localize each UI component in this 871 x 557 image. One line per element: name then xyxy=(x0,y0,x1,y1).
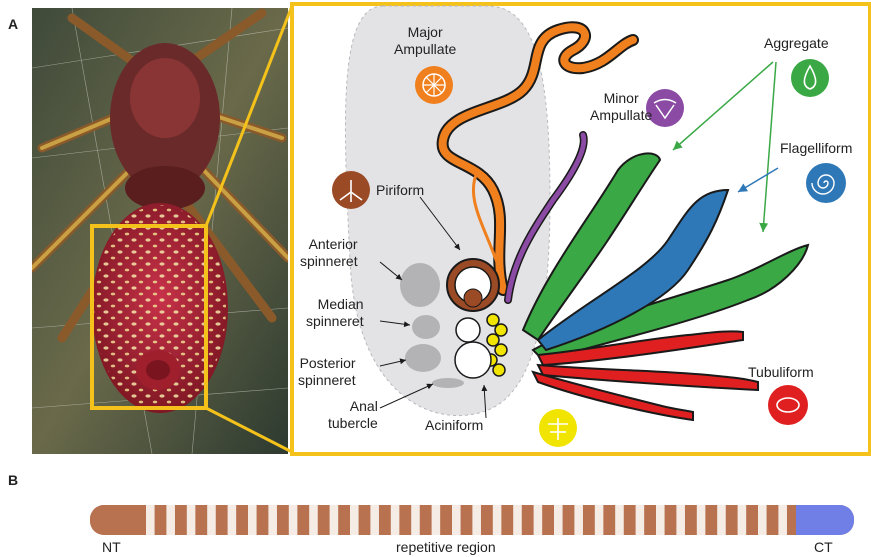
flagelliform-label: Flagelliform xyxy=(780,140,852,157)
repeat-unit xyxy=(309,505,318,535)
repeat-unit xyxy=(187,505,196,535)
piriform-icon xyxy=(332,171,370,209)
repeat-unit xyxy=(615,505,624,535)
spider-photo xyxy=(32,8,288,454)
repeat-unit xyxy=(166,505,175,535)
ct-label: CT xyxy=(814,539,833,555)
spidroin-schematic xyxy=(90,504,854,536)
major-ampullate-icon xyxy=(415,66,453,104)
repeat-unit xyxy=(717,505,726,535)
repeat-unit xyxy=(513,505,522,535)
repeat-unit xyxy=(207,505,216,535)
repeat-unit xyxy=(248,505,257,535)
median-spinneret-shape xyxy=(412,315,440,339)
repeat-unit xyxy=(493,505,502,535)
repeat-unit xyxy=(472,505,481,535)
repeat-unit xyxy=(432,505,441,535)
tubuliform-icon xyxy=(768,385,808,425)
repetitive-region-label: repetitive region xyxy=(396,539,496,555)
repeat-unit xyxy=(268,505,277,535)
repeat-unit xyxy=(656,505,665,535)
repeat-unit xyxy=(370,505,379,535)
repeat-unit xyxy=(778,505,787,535)
repeat-unit xyxy=(574,505,583,535)
repeat-unit xyxy=(676,505,685,535)
aggregate-icon xyxy=(791,59,829,97)
anterior-spinneret-shape xyxy=(400,263,440,307)
repeat-unit xyxy=(146,505,155,535)
repeat-unit xyxy=(554,505,563,535)
piriform-label: Piriform xyxy=(376,182,424,199)
panel-label-b: B xyxy=(8,472,18,488)
anal-tubercle-shape xyxy=(432,378,464,388)
aciniform-icon xyxy=(539,409,577,447)
tubuliform-label: Tubuliform xyxy=(748,364,814,381)
flagelliform-icon xyxy=(806,163,846,203)
repeat-unit xyxy=(350,505,359,535)
repeat-unit xyxy=(738,505,747,535)
repeat-unit xyxy=(534,505,543,535)
repeat-unit xyxy=(228,505,237,535)
repeat-unit xyxy=(411,505,420,535)
repeat-unit xyxy=(758,505,767,535)
panel-label-a: A xyxy=(8,16,18,32)
repeat-unit xyxy=(289,505,298,535)
abdomen-region xyxy=(345,6,550,416)
repeat-unit xyxy=(697,505,706,535)
nt-label: NT xyxy=(102,539,121,555)
piriform-gland xyxy=(447,259,499,311)
repeat-unit xyxy=(636,505,645,535)
aggregate-label: Aggregate xyxy=(764,35,829,52)
silk-gland-diagram xyxy=(288,0,871,457)
nt-domain xyxy=(90,505,154,535)
posterior-spinneret-shape xyxy=(405,344,441,372)
repeat-unit xyxy=(391,505,400,535)
repeat-unit xyxy=(452,505,461,535)
repeat-unit xyxy=(595,505,604,535)
repeat-unit xyxy=(330,505,339,535)
aciniform-label: Aciniform xyxy=(425,417,483,434)
